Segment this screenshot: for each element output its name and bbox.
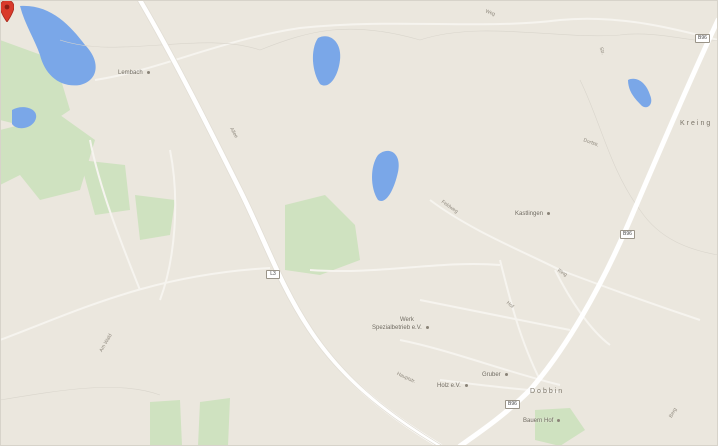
lake	[20, 5, 96, 86]
minor-road	[94, 17, 718, 81]
boundary-line	[59, 28, 718, 51]
main-road	[137, 0, 443, 446]
lake	[628, 78, 652, 108]
minor-road	[499, 259, 541, 381]
minor-road	[309, 262, 501, 273]
minor-road	[419, 299, 571, 331]
minor-roads	[0, 17, 718, 393]
town-label: Kreing	[680, 120, 713, 127]
place-label[interactable]: Bauern Hof	[523, 418, 560, 424]
main-roads	[137, 0, 718, 446]
road-edge	[142, 0, 444, 446]
park-area	[285, 195, 360, 275]
minor-road	[399, 339, 561, 386]
lake	[312, 36, 341, 86]
road-shield: B96	[695, 34, 710, 43]
park-area	[0, 115, 95, 200]
minor-road	[159, 149, 177, 301]
lake	[372, 150, 399, 201]
main-road	[457, 17, 718, 446]
minor-road	[429, 199, 701, 321]
park-area	[135, 195, 175, 240]
place-label[interactable]: Lembach	[118, 70, 150, 76]
park-area	[150, 400, 182, 446]
place-label[interactable]: Holz e.V.	[437, 383, 468, 389]
road-casing	[136, 0, 444, 446]
boundary-line	[579, 79, 718, 256]
parks	[0, 40, 585, 446]
minor-road	[89, 139, 141, 291]
place-label[interactable]: Gruber	[482, 372, 508, 378]
park-area	[535, 408, 585, 446]
road-edge	[136, 0, 438, 446]
lakes	[12, 5, 652, 201]
map-pin-icon[interactable]	[0, 0, 14, 22]
town-label: Dobbin	[530, 388, 565, 395]
road-shield: B96	[505, 400, 520, 409]
minor-road	[554, 269, 611, 346]
park-area	[80, 160, 130, 215]
road-shield: L3	[266, 270, 280, 279]
park-area	[198, 398, 230, 446]
place-label[interactable]: Werk	[400, 317, 414, 323]
boundary-line	[0, 387, 161, 401]
place-label[interactable]: Kastlingen	[515, 211, 550, 217]
road-shield: B96	[620, 230, 635, 239]
lake	[12, 107, 37, 129]
minor-road	[0, 267, 271, 341]
minor-road	[439, 379, 561, 393]
place-label[interactable]: Spezialbetrieb e.V.	[372, 325, 429, 331]
